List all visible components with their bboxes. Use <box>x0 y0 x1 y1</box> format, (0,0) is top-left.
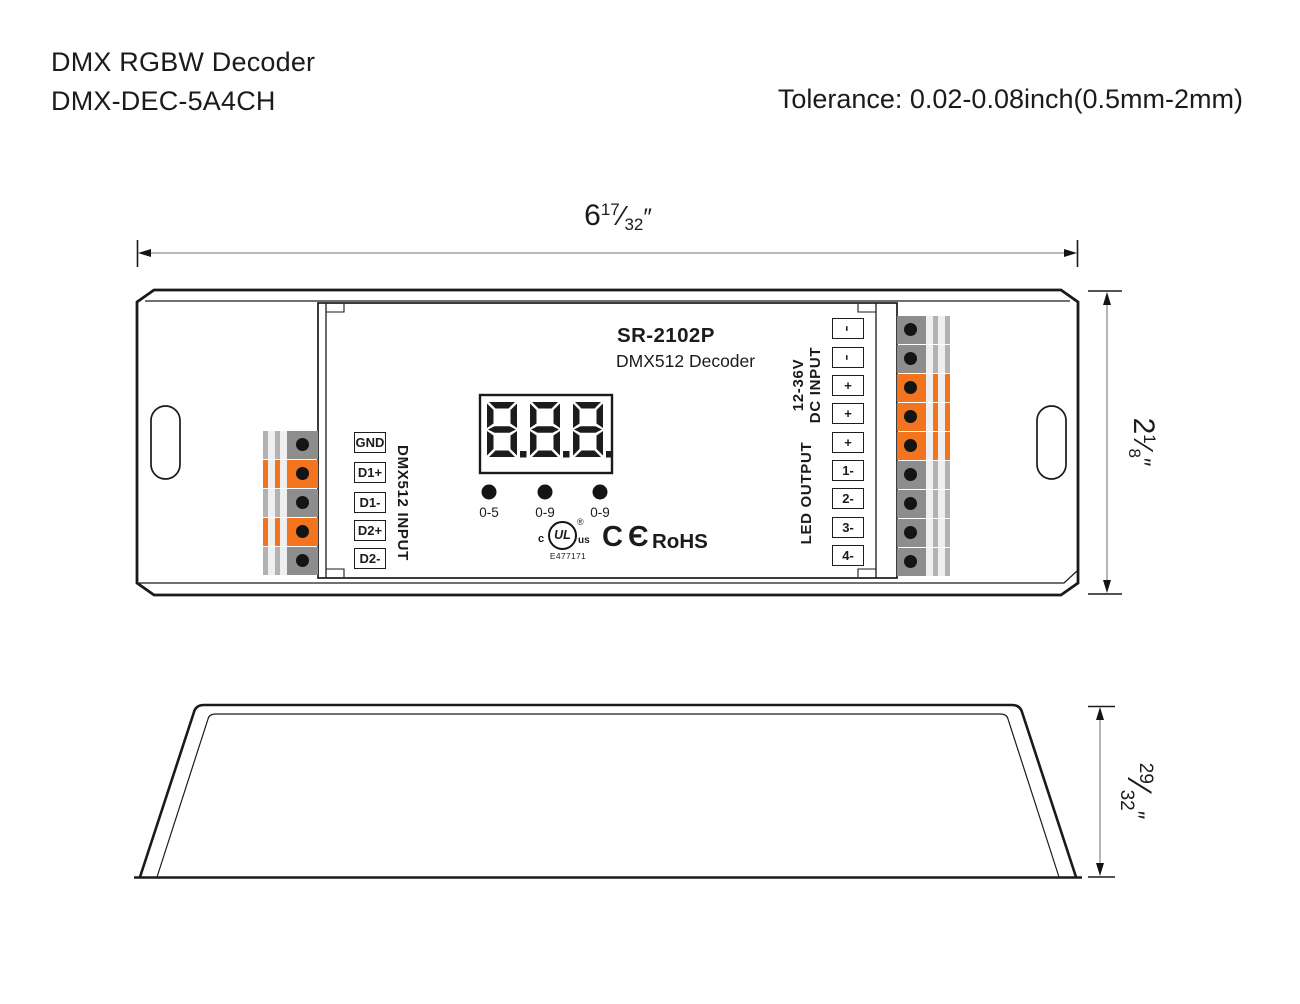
model-code: DMX-DEC-5A4CH <box>51 86 276 116</box>
width-dimension <box>136 240 1079 267</box>
button-1-label: 0-5 <box>479 505 499 520</box>
terminal-row <box>897 374 950 402</box>
terminal-label-d1plus: D1+ <box>354 462 386 483</box>
device-outline <box>135 288 1080 597</box>
terminal-label-minus2: - <box>832 347 864 368</box>
terminal-row <box>263 489 318 517</box>
terminal-label-out1: 1- <box>832 460 864 481</box>
terminal-label-gnd: GND <box>354 432 386 453</box>
terminal-label-plus2: + <box>832 403 864 424</box>
rohs-label: RoHS <box>652 530 708 553</box>
terminal-row <box>897 461 950 489</box>
button-3-label: 0-9 <box>590 505 610 520</box>
dmx-input-terminal-block <box>263 431 318 575</box>
terminal-label-plus1: + <box>832 375 864 396</box>
registered-icon: ® <box>577 517 584 527</box>
button-3 <box>592 484 608 500</box>
button-2-label: 0-9 <box>535 505 555 520</box>
terminal-row <box>263 518 318 546</box>
terminal-row <box>897 432 950 460</box>
terminal-row <box>897 345 950 373</box>
terminal-label-minus1: - <box>832 318 864 339</box>
ul-certification-mark: c UL ® us E477171 <box>538 517 601 562</box>
ul-circle-icon: UL <box>548 521 577 550</box>
terminal-row <box>263 431 318 459</box>
output-terminal-block <box>897 316 950 576</box>
terminal-label-out2: 2- <box>832 488 864 509</box>
width-dimension-label: 617⁄32″ <box>584 199 652 234</box>
depth-dimension-label: 29⁄32″ <box>1116 762 1158 820</box>
terminal-label-out4: 4- <box>832 545 864 566</box>
terminal-label-plus3: + <box>832 432 864 453</box>
terminal-row <box>897 403 950 431</box>
device-model: SR-2102P <box>617 324 715 347</box>
product-name: DMX RGBW Decoder <box>51 47 316 77</box>
height-dimension-label: 21⁄8″ <box>1125 417 1160 467</box>
tolerance-note: Tolerance: 0.02-0.08inch(0.5mm-2mm) <box>777 84 1243 114</box>
depth-dimension <box>1088 705 1115 878</box>
mounting-hole-left <box>150 405 181 480</box>
terminal-row <box>897 316 950 344</box>
terminal-row <box>263 547 318 575</box>
terminal-row <box>897 519 950 547</box>
mounting-hole-right <box>1036 405 1067 480</box>
ul-file-number: E477171 <box>549 551 587 561</box>
button-2 <box>537 484 553 500</box>
terminal-label-out3: 3- <box>832 517 864 538</box>
button-1 <box>481 484 497 500</box>
terminal-row <box>897 548 950 576</box>
terminal-row <box>897 490 950 518</box>
ce-mark-icon: CЄ <box>602 521 654 553</box>
terminal-label-d2plus: D2+ <box>354 520 386 541</box>
terminal-label-d1minus: D1- <box>354 492 386 513</box>
seven-segment-display <box>478 393 614 475</box>
terminal-row <box>263 460 318 488</box>
ul-c-label: c <box>538 533 545 545</box>
led-output-group-label: LED OUTPUT <box>798 441 815 545</box>
height-dimension <box>1088 290 1122 595</box>
dmx-input-group-label: DMX512 INPUT <box>394 445 411 561</box>
ul-us-label: us <box>578 535 590 546</box>
device-subtitle: DMX512 Decoder <box>616 351 756 371</box>
terminal-label-d2minus: D2- <box>354 548 386 569</box>
side-view <box>134 703 1082 879</box>
